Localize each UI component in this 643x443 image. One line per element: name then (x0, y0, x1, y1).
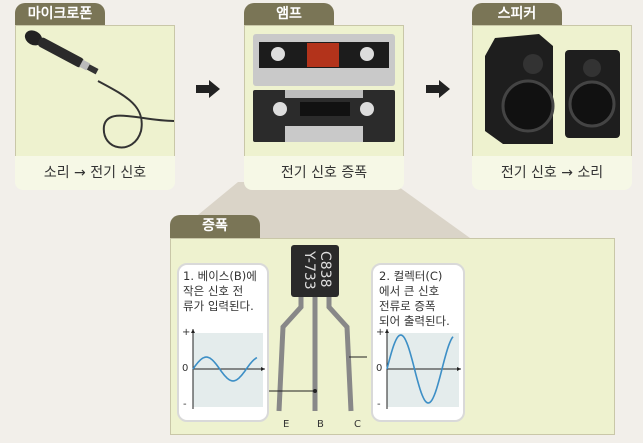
transistor-marking-1: C838 (317, 251, 333, 288)
microphone-caption: 소리 → 전기 신호 (15, 156, 175, 190)
x-axis-arrowhead (457, 367, 461, 371)
speaker-panel (472, 25, 632, 157)
amplifier-image (253, 34, 395, 142)
y-axis-arrowhead (191, 329, 195, 333)
right-arrow-icon (196, 80, 220, 98)
amplifier-tab: 앰프 (244, 3, 334, 25)
input-axis-minus: - (183, 399, 187, 410)
right-arrow-icon (426, 80, 450, 98)
amplifier-caption: 전기 신호 증폭 (244, 156, 404, 190)
input-note-text: 1. 베이스(B)에 작은 신호 전 류가 입력된다. (183, 269, 257, 313)
transistor-image: C838 Y-733 (267, 245, 367, 412)
speaker-caption: 전기 신호 → 소리 (472, 156, 632, 190)
output-signal-note: 2. 컬렉터(C) 에서 큰 신호 전류로 증폭 되어 출력된다. + 0 - (371, 263, 465, 422)
amplification-panel: C838 Y-733 E B C 1. 베이스(B)에 작은 신호 전 류가 입… (170, 238, 615, 435)
output-graph-area (387, 333, 459, 407)
pin-label-collector: C (354, 419, 361, 430)
transistor-marking-2: Y-733 (301, 250, 317, 290)
pin-label-base: B (317, 419, 324, 430)
output-note-text: 2. 컬렉터(C) 에서 큰 신호 전류로 증폭 되어 출력된다. (379, 269, 450, 328)
input-waveform-chart (191, 329, 265, 409)
microphone-image (24, 30, 175, 149)
x-axis-arrowhead (261, 367, 265, 371)
microphone-panel (15, 25, 175, 157)
output-axis-zero: 0 (376, 363, 383, 374)
speaker-tab: 스피커 (472, 3, 562, 25)
sine-wave (386, 334, 454, 404)
output-axis-minus: - (377, 399, 381, 410)
input-axis-zero: 0 (182, 363, 189, 374)
input-graph-area (193, 333, 263, 407)
speakers-image (485, 34, 620, 144)
output-axis-plus: + (376, 327, 385, 338)
pin-label-emitter: E (283, 419, 290, 430)
amplifier-panel (244, 25, 404, 157)
input-signal-note: 1. 베이스(B)에 작은 신호 전 류가 입력된다. + 0 - (177, 263, 269, 422)
input-axis-plus: + (182, 327, 191, 338)
sine-wave (192, 356, 258, 382)
output-waveform-chart (385, 329, 461, 409)
y-axis-arrowhead (385, 329, 389, 333)
amplification-tab: 증폭 (170, 215, 260, 238)
microphone-tab: 마이크로폰 (15, 3, 105, 25)
